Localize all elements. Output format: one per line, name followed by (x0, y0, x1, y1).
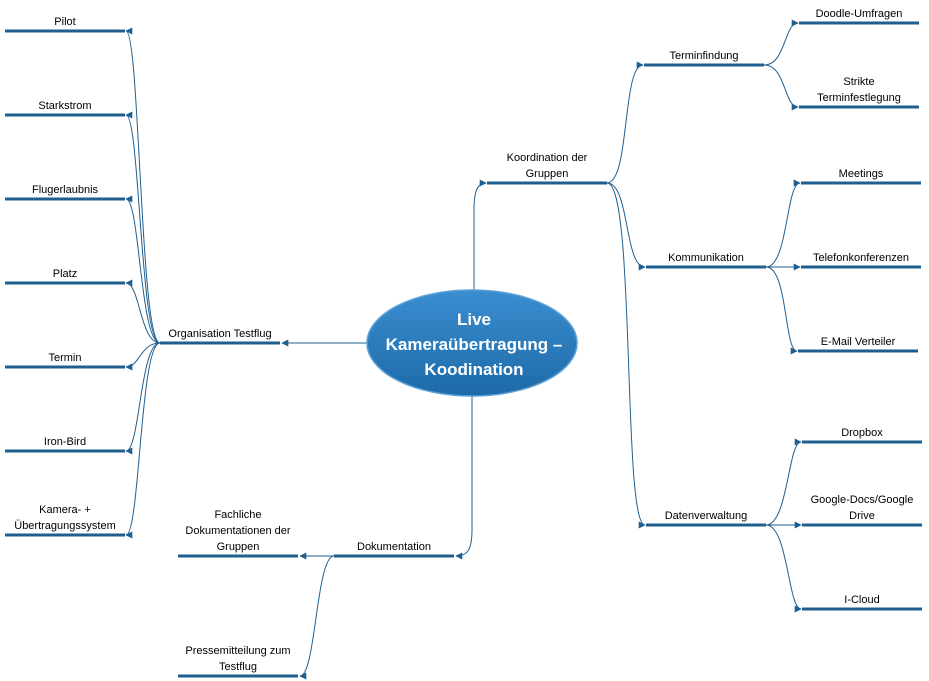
edge-dv-icloud (765, 524, 802, 613)
node-google-docs-drive-label-line-1: Google-Docs/Google (811, 494, 914, 506)
node-kamera-uebertragungssystem-label-line-1: Kamera- + (39, 504, 91, 516)
node-email-verteiler[interactable]: E-Mail Verteiler (821, 336, 896, 348)
node-iron-bird[interactable]: Iron-Bird (44, 436, 86, 448)
node-i-cloud-label: I-Cloud (844, 594, 879, 606)
edge-org-flugerlaubnis (125, 195, 161, 344)
node-fachliche-dokumentationen-label-line-1: Fachliche (214, 509, 261, 521)
edge-org-starkstrom (125, 111, 161, 344)
node-termin-label: Termin (48, 352, 81, 364)
edge-koo-kommunikation (606, 182, 646, 271)
node-terminfindung[interactable]: Terminfindung (669, 50, 738, 62)
node-google-docs-drive-label-line-2: Drive (849, 510, 875, 522)
node-email-verteiler-label: E-Mail Verteiler (821, 336, 896, 348)
node-organisation-testflug-label: Organisation Testflug (168, 328, 271, 340)
node-pilot[interactable]: Pilot (54, 16, 75, 28)
node-kommunikation[interactable]: Kommunikation (668, 252, 744, 264)
node-kamera-uebertragungssystem[interactable]: Kamera- + Übertragungssystem (14, 504, 116, 532)
node-dokumentation-label: Dokumentation (357, 541, 431, 553)
node-i-cloud[interactable]: I-Cloud (844, 594, 879, 606)
node-starkstrom-label: Starkstrom (38, 100, 91, 112)
node-telefonkonferenzen-label: Telefonkonferenzen (813, 252, 909, 264)
node-organisation-testflug[interactable]: Organisation Testflug (168, 328, 271, 340)
node-doodle-umfragen-label: Doodle-Umfragen (816, 8, 903, 20)
node-fachliche-dokumentationen-label-line-3: Gruppen (217, 541, 260, 553)
node-meetings-label: Meetings (839, 168, 884, 180)
node-termin[interactable]: Termin (48, 352, 81, 364)
connector-lines (125, 19, 802, 680)
edge-tf-doodle (763, 19, 799, 66)
node-koordination-der-gruppen-label-line-1: Koordination der (507, 152, 588, 164)
node-dropbox-label: Dropbox (841, 427, 883, 439)
edge-koo-datenverwaltung (606, 182, 646, 529)
node-starkstrom[interactable]: Starkstrom (38, 100, 91, 112)
topic-nodes: Organisation Testflug PilotStarkstromFlug… (14, 8, 913, 673)
central-topic-line-1: Live (457, 310, 491, 329)
edge-km-meetings (765, 179, 801, 268)
edge-center-dokumentation (455, 396, 473, 560)
central-topic[interactable]: Live Kameraübertragung – Koodination (366, 289, 578, 397)
node-flugerlaubnis[interactable]: Flugerlaubnis (32, 184, 99, 196)
node-kommunikation-label: Kommunikation (668, 252, 744, 264)
central-topic-line-2: Kameraübertragung – (386, 335, 563, 354)
node-pressemitteilung-label-line-1: Pressemitteilung zum (185, 645, 290, 657)
node-koordination-der-gruppen-label-line-2: Gruppen (526, 168, 569, 180)
edge-dv-dropbox (765, 438, 802, 526)
node-terminfindung-label: Terminfindung (669, 50, 738, 62)
node-platz[interactable]: Platz (53, 268, 77, 280)
node-telefonkonferenzen[interactable]: Telefonkonferenzen (813, 252, 909, 264)
edge-org-termin (125, 342, 161, 371)
edge-tf-strikte (763, 64, 799, 111)
node-platz-label: Platz (53, 268, 77, 280)
node-kamera-uebertragungssystem-label-line-2: Übertragungssystem (14, 520, 116, 532)
edge-doc-presse (299, 555, 335, 680)
node-doodle-umfragen[interactable]: Doodle-Umfragen (816, 8, 903, 20)
node-fachliche-dokumentationen-label-line-2: Dokumentationen der (185, 525, 291, 537)
edge-org-iron-bird (125, 342, 161, 455)
node-iron-bird-label: Iron-Bird (44, 436, 86, 448)
edge-org-kamera (125, 342, 161, 539)
node-dokumentation[interactable]: Dokumentation (357, 541, 431, 553)
edge-km-email (765, 266, 798, 355)
central-topic-line-3: Koodination (424, 360, 523, 379)
node-meetings[interactable]: Meetings (839, 168, 884, 180)
edge-org-pilot (125, 27, 161, 344)
edge-center-koordination (473, 179, 487, 290)
central-topic-bubble (366, 289, 578, 397)
edge-koo-terminfindung (606, 61, 644, 184)
edge-org-platz (125, 279, 161, 344)
node-underlines (5, 21, 922, 678)
node-dropbox[interactable]: Dropbox (841, 427, 883, 439)
node-strikte-terminfestlegung-label-line-1: Strikte (843, 76, 874, 88)
node-flugerlaubnis-label: Flugerlaubnis (32, 184, 99, 196)
node-strikte-terminfestlegung-label-line-2: Terminfestlegung (817, 92, 901, 104)
node-datenverwaltung-label: Datenverwaltung (665, 510, 748, 522)
node-pilot-label: Pilot (54, 16, 75, 28)
node-datenverwaltung[interactable]: Datenverwaltung (665, 510, 748, 522)
node-pressemitteilung-label-line-2: Testflug (219, 661, 257, 673)
